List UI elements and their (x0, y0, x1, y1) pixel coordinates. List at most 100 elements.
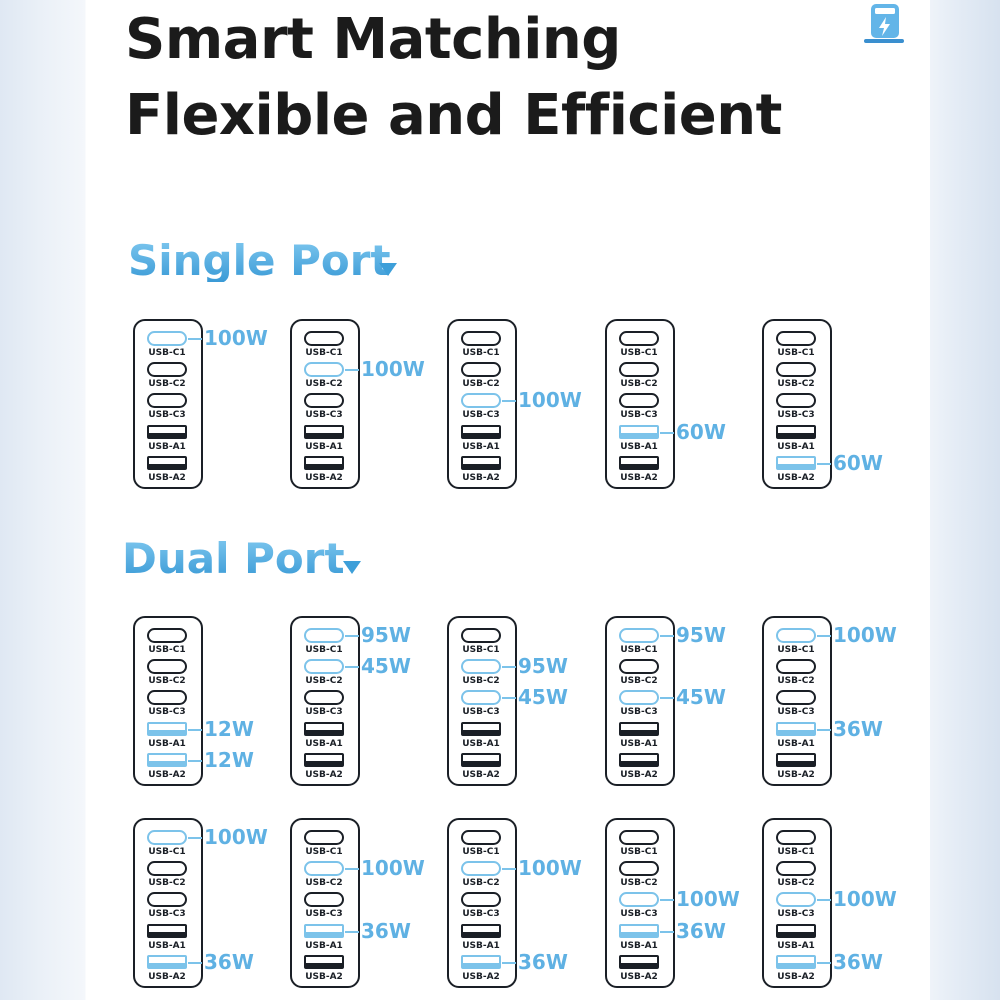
port-label: USB-C2 (305, 379, 343, 389)
usb-c-port-icon (619, 830, 659, 845)
usb-c-port-icon (776, 690, 816, 705)
headline-line-1: Smart Matching (125, 7, 621, 72)
port-label: USB-C3 (777, 909, 815, 919)
connector-line (660, 635, 674, 637)
wattage-label: 60W (833, 451, 883, 475)
port-label: USB-C3 (305, 707, 343, 717)
caret-down-icon (379, 263, 397, 276)
wattage-label: 100W (518, 388, 582, 412)
wattage-label: 100W (204, 825, 268, 849)
usb-c-port-icon (461, 659, 501, 674)
port-label: USB-A1 (148, 442, 186, 452)
port-label: USB-C1 (462, 348, 500, 358)
wattage-label: 36W (833, 950, 883, 974)
wattage-label: 12W (204, 748, 254, 772)
usb-c-port-icon (776, 892, 816, 907)
usb-c-port-icon (461, 393, 501, 408)
connector-line (188, 729, 202, 731)
wattage-label: 45W (518, 685, 568, 709)
connector-line (817, 635, 831, 637)
port-label: USB-A2 (777, 972, 815, 982)
wattage-label: 100W (361, 856, 425, 880)
usb-a-port-icon (147, 753, 187, 767)
usb-c-port-icon (147, 690, 187, 705)
wattage-label: 100W (833, 623, 897, 647)
port-label: USB-C3 (305, 909, 343, 919)
connector-line (188, 338, 202, 340)
usb-a-port-icon (776, 456, 816, 470)
usb-c-port-icon (776, 659, 816, 674)
port-label: USB-A1 (462, 739, 500, 749)
wattage-label: 60W (676, 420, 726, 444)
usb-c-port-icon (619, 892, 659, 907)
usb-c-port-icon (147, 892, 187, 907)
connector-line (502, 666, 516, 668)
wattage-label: 45W (676, 685, 726, 709)
port-label: USB-A2 (305, 473, 343, 483)
usb-c-port-icon (461, 362, 501, 377)
port-label: USB-A2 (777, 770, 815, 780)
usb-c-port-icon (461, 861, 501, 876)
port-label: USB-A1 (620, 739, 658, 749)
port-label: USB-C1 (148, 645, 186, 655)
wattage-label: 100W (204, 326, 268, 350)
usb-a-port-icon (619, 955, 659, 969)
port-label: USB-C1 (305, 645, 343, 655)
wattage-label: 36W (833, 717, 883, 741)
usb-a-port-icon (776, 425, 816, 439)
usb-c-port-icon (147, 628, 187, 643)
port-label: USB-C2 (148, 379, 186, 389)
port-label: USB-C1 (777, 348, 815, 358)
section-title-dual-port: Dual Port (122, 534, 345, 583)
wattage-label: 36W (361, 919, 411, 943)
port-label: USB-C2 (305, 878, 343, 888)
port-label: USB-C1 (777, 847, 815, 857)
port-label: USB-C3 (620, 707, 658, 717)
usb-a-port-icon (304, 722, 344, 736)
connector-line (188, 962, 202, 964)
usb-a-port-icon (619, 425, 659, 439)
port-label: USB-A1 (777, 739, 815, 749)
usb-a-port-icon (461, 924, 501, 938)
usb-c-port-icon (147, 830, 187, 845)
wattage-label: 95W (676, 623, 726, 647)
usb-c-port-icon (304, 393, 344, 408)
port-label: USB-C3 (620, 909, 658, 919)
wattage-label: 100W (361, 357, 425, 381)
port-label: USB-A2 (305, 770, 343, 780)
port-label: USB-A2 (148, 473, 186, 483)
connector-line (502, 400, 516, 402)
wattage-label: 12W (204, 717, 254, 741)
usb-a-port-icon (304, 425, 344, 439)
port-label: USB-A1 (148, 941, 186, 951)
usb-a-port-icon (461, 955, 501, 969)
port-label: USB-A2 (305, 972, 343, 982)
section-title-single-port: Single Port (128, 236, 391, 285)
port-label: USB-A1 (777, 442, 815, 452)
port-label: USB-C2 (777, 878, 815, 888)
port-label: USB-A2 (148, 972, 186, 982)
usb-c-port-icon (619, 331, 659, 346)
connector-line (188, 837, 202, 839)
port-label: USB-A1 (462, 442, 500, 452)
caret-down-icon (343, 561, 361, 574)
port-label: USB-C2 (777, 676, 815, 686)
port-label: USB-C3 (148, 707, 186, 717)
port-label: USB-C3 (777, 707, 815, 717)
usb-c-port-icon (304, 659, 344, 674)
port-label: USB-A1 (777, 941, 815, 951)
port-label: USB-A1 (620, 941, 658, 951)
usb-c-port-icon (776, 628, 816, 643)
port-label: USB-C2 (462, 379, 500, 389)
usb-a-port-icon (304, 924, 344, 938)
port-label: USB-A2 (462, 770, 500, 780)
port-label: USB-C3 (305, 410, 343, 420)
usb-c-port-icon (304, 892, 344, 907)
usb-a-port-icon (304, 955, 344, 969)
port-label: USB-C3 (148, 909, 186, 919)
